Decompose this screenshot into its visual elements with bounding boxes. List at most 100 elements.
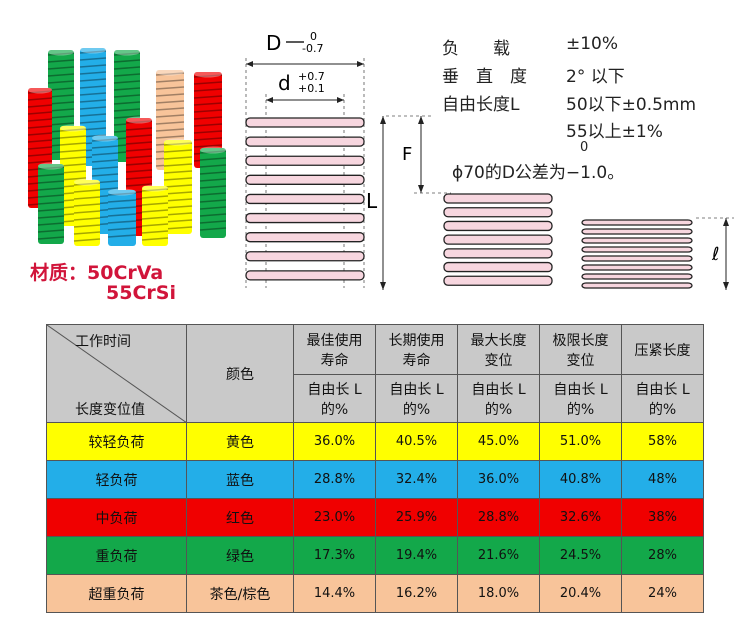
D-tol-bottom: -0.7 [302,42,323,55]
value-cell: 40.5% [375,422,458,461]
L-label: L [366,189,378,213]
value-cell: 45.0% [457,422,540,461]
col-header-4: 压紧长度 [621,324,704,375]
free-spring-coil [245,270,365,281]
color-cell: 蓝色 [186,460,294,499]
value-cell: 40.8% [539,460,622,499]
corner-diagonal [47,325,187,423]
spec-perp-label: 垂 直 度 [442,67,527,87]
value-cell: 28.8% [457,498,540,537]
color-cell: 绿色 [186,536,294,575]
solid-spring-coil [581,246,693,253]
mid-spring-coil [443,261,553,273]
free-spring-coil [245,136,365,147]
solid-spring-coil [581,282,693,289]
color-header: 颜色 [186,324,294,423]
material-label: 材质：50CrVa [30,262,164,284]
free-spring-coil [245,251,365,262]
col-header-2-line1: 最大长度 [470,332,527,349]
free-spring-coil [245,212,365,224]
table-row: 较轻负荷 黄色 36.0% 40.5% 45.0% 51.0% 58% [46,422,704,461]
value-cell: 20.4% [539,574,622,613]
value-cell: 28.8% [293,460,376,499]
D-label: D [266,31,281,55]
corner-header-cell: 工作时间 长度变位值 [46,324,187,423]
solid-spring-coil [581,273,693,280]
value-cell: 36.0% [293,422,376,461]
springs-photo [27,46,227,246]
col-header-0-line1: 最佳使用 [306,332,363,349]
photo-spring [73,178,101,246]
corner-bottom-label: 长度变位值 [75,402,145,418]
free-spring-coil [245,232,365,243]
col-header-1-line1: 长期使用 [388,332,445,349]
color-cell: 茶色/棕色 [186,574,294,613]
value-cell: 17.3% [293,536,376,575]
mid-spring-coil [443,248,553,259]
value-cell: 25.9% [375,498,458,537]
load-table: 工作时间 长度变位值 颜色 最佳使用寿命 长期使用寿命 最大长度变位 极限长度变… [46,324,704,613]
spec-tol-note: ϕ70的D公差为−1.0。 [452,163,625,183]
spec-free-label: 自由长度L [442,95,520,115]
photo-spring [37,162,65,244]
value-cell: 23.0% [293,498,376,537]
sub-line2: 的% [484,401,513,418]
col-header-0: 最佳使用寿命 [293,324,376,375]
spec-perp-value: 2° 以下 [566,67,625,87]
table-row: 轻负荷 蓝色 28.8% 32.4% 36.0% 40.8% 48% [46,460,704,499]
color-cell: 黄色 [186,422,294,461]
spec-free-value1: 50以下±0.5mm [566,95,697,115]
spring-diagram: D 0 -0.7 d +0.7 +0.1 L F ℓ [245,30,734,290]
photo-spring [199,146,227,238]
spec-load-value: ±10% [566,34,619,54]
d-tol-bottom: +0.1 [298,82,325,95]
free-spring-coil [245,117,365,128]
mid-spring-coil [443,234,553,245]
value-cell: 19.4% [375,536,458,575]
load-cell: 较轻负荷 [46,422,187,461]
value-cell: 32.6% [539,498,622,537]
spec-load-label: 负 载 [442,39,510,59]
l-label: ℓ [711,244,719,265]
mid-spring-coil [443,207,553,218]
col-header-0-line2: 寿命 [320,352,349,369]
mid-spring-coil [443,220,553,232]
col-header-1: 长期使用寿命 [375,324,458,375]
col-header-3: 极限长度变位 [539,324,622,375]
free-spring-coil [245,174,365,185]
solid-spring-coil [581,264,693,271]
spec-free-value2: 55以上±1% [566,122,663,142]
photo-spring [163,138,193,234]
table-row: 超重负荷 茶色/棕色 14.4% 16.2% 18.0% 20.4% 24% [46,574,704,613]
sub-line1: 自由长 L [471,381,526,398]
value-cell: 38% [621,498,704,537]
material-second: 55CrSi [106,282,176,304]
sub-line1: 自由长 L [553,381,608,398]
spec-tol-zero: 0 [580,140,589,155]
value-cell: 28% [621,536,704,575]
d-label: d [278,71,291,95]
d-tol-top: +0.7 [298,70,325,83]
value-cell: 18.0% [457,574,540,613]
D-tol-top: 0 [310,30,317,43]
value-cell: 32.4% [375,460,458,499]
corner-top-label: 工作时间 [75,334,131,350]
F-label: F [402,144,412,165]
solid-spring-coil [581,255,693,262]
mid-spring-coil [443,275,553,286]
sub-line1: 自由长 L [635,381,690,398]
col-header-4-line1: 压紧长度 [634,342,691,359]
photo-spring [107,188,137,246]
value-cell: 24.5% [539,536,622,575]
solid-spring-coil [581,237,693,244]
solid-spring-coil [581,219,693,226]
col-header-3-line2: 变位 [566,352,595,369]
value-cell: 51.0% [539,422,622,461]
load-cell: 超重负荷 [46,574,187,613]
value-cell: 21.6% [457,536,540,575]
solid-spring-coil [581,228,693,235]
photo-spring [141,184,169,246]
